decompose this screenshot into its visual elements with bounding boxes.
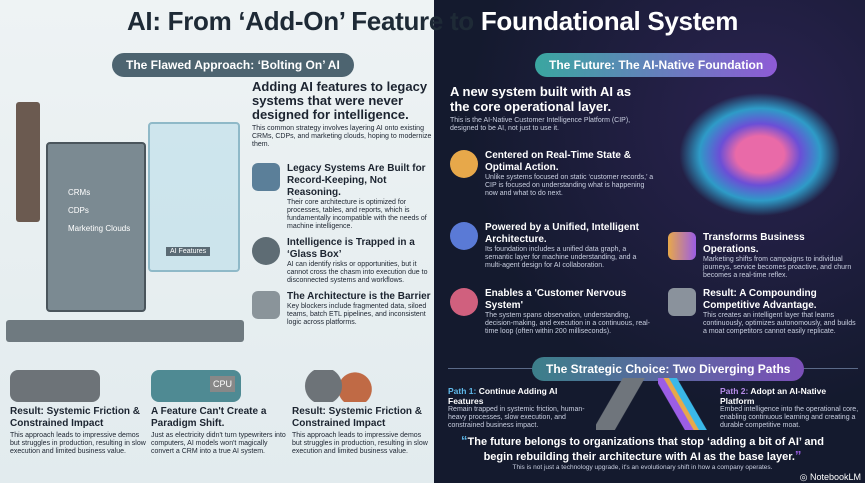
notebooklm-brand: ◎ NotebookLM	[800, 472, 861, 482]
ai-brain-illustration	[665, 82, 855, 227]
right-intro: This is the AI-Native Customer Intellige…	[450, 117, 631, 132]
typewriter-icon	[10, 370, 100, 402]
brand-text: NotebookLM	[809, 472, 861, 482]
item-title: Transforms Business Operations.	[703, 232, 805, 255]
item-text: The system spans observation, understand…	[485, 312, 650, 335]
item-text: This creates an intelligent layer that l…	[703, 312, 856, 335]
glass-box-icon: AI Features	[148, 122, 240, 272]
rising-chart-icon	[668, 232, 696, 260]
pipes-base	[6, 320, 244, 342]
bottom-card: Result: Systemic Friction & Constrained …	[10, 370, 146, 456]
open-quote-icon: “	[461, 433, 468, 448]
item-title: Legacy Systems Are Built for Record-Keep…	[287, 163, 426, 198]
page-title: AI: From ‘Add-On’ Feature to Foundationa…	[126, 6, 739, 36]
brain-loop-icon	[450, 288, 478, 316]
card-text: Just as electricity didn't turn typewrit…	[151, 432, 286, 455]
path-2: Path 2: Adopt an AI-Native Platform Embe…	[720, 386, 860, 430]
right-item: Centered on Real-Time State & Optimal Ac…	[450, 150, 655, 198]
cpu-chip: CPU	[209, 376, 235, 392]
smokestack-icon	[16, 102, 40, 222]
strategic-choice-pill: The Strategic Choice: Two Diverging Path…	[532, 357, 805, 381]
bottom-card: CPU A Feature Can't Create a Paradigm Shi…	[151, 370, 287, 456]
path-label: Path 1:	[448, 386, 477, 396]
path-text: Remain trapped in systemic friction, hum…	[448, 406, 585, 429]
left-headline: Adding AI features to legacy systems tha…	[252, 79, 428, 122]
castle-shield-icon	[668, 288, 696, 316]
item-title: The Architecture is the Barrier	[287, 291, 431, 302]
left-item: Legacy Systems Are Built for Record-Keep…	[252, 163, 432, 231]
glowing-road-icon	[658, 378, 716, 430]
left-intro: This common strategy involves layering A…	[252, 125, 432, 148]
path-title: Continue Adding AI Features	[448, 386, 558, 406]
legacy-stack-illustration: CRMs CDPs Marketing Clouds AI Features	[6, 82, 244, 362]
ai-features-label: AI Features	[166, 247, 211, 256]
notebooklm-logo-icon: ◎	[799, 472, 810, 482]
cracked-road-icon	[596, 378, 654, 430]
stopwatch-icon	[450, 150, 478, 178]
item-text: Key blockers include fragmented data, si…	[287, 303, 427, 326]
path-label: Path 2:	[720, 386, 749, 396]
item-title: Intelligence is Trapped in a ‘Glass Box’	[287, 237, 415, 260]
right-headline: A new system built with AI as the core o…	[450, 84, 632, 114]
section-pill-future: The Future: The AI-Native Foundation	[535, 53, 778, 77]
left-text-column: Adding AI features to legacy systems tha…	[252, 80, 432, 327]
card-title: Result: Systemic Friction & Constrained …	[10, 406, 141, 429]
gears-icon	[292, 370, 382, 402]
path-text: Embed intelligence into the operational …	[720, 406, 859, 429]
item-title: Powered by a Unified, Intelligent Archit…	[485, 222, 639, 245]
marketing-clouds-label: Marketing Clouds	[68, 224, 131, 233]
card-title: A Feature Can't Create a Paradigm Shift.	[151, 406, 267, 429]
item-text: Its foundation includes a unified data g…	[485, 246, 637, 269]
card-text: This approach leads to impressive demos …	[10, 432, 146, 455]
right-item: Powered by a Unified, Intelligent Archit…	[450, 222, 655, 270]
right-item: Transforms Business Operations.Marketing…	[668, 232, 860, 280]
path-title: Adopt an AI-Native Platform	[720, 386, 827, 406]
path-1: Path 1: Continue Adding AI Features Rema…	[448, 386, 590, 430]
quote-block: “The future belongs to organizations tha…	[450, 434, 835, 472]
card-text: This approach leads to impressive demos …	[292, 432, 428, 455]
quote-subtext: This is not just a technology upgrade, i…	[512, 464, 773, 471]
cdp-label: CDPs	[68, 206, 89, 215]
typewriter-cpu-icon: CPU	[151, 370, 241, 402]
card-title: Result: Systemic Friction & Constrained …	[292, 406, 423, 429]
item-text: Their core architecture is optimized for…	[287, 199, 427, 230]
right-item: Enables a 'Customer Nervous System'The s…	[450, 288, 655, 336]
item-title: Centered on Real-Time State & Optimal Ac…	[485, 150, 631, 173]
item-text: Unlike systems focused on static ‘custom…	[485, 174, 654, 197]
section-pill-flawed: The Flawed Approach: ‘Bolting On’ AI	[112, 53, 354, 77]
right-item: Result: A Compounding Competitive Advant…	[668, 288, 860, 336]
server-stack: CRMs CDPs Marketing Clouds	[46, 142, 146, 312]
left-item: Intelligence is Trapped in a ‘Glass Box’…	[252, 237, 432, 285]
item-text: AI can identify risks or opportunities, …	[287, 261, 428, 284]
item-text: Marketing shifts from campaigns to indiv…	[703, 256, 852, 279]
database-network-icon	[450, 222, 478, 250]
crm-label: CRMs	[68, 188, 91, 197]
item-title: Result: A Compounding Competitive Advant…	[703, 288, 817, 311]
item-title: Enables a 'Customer Nervous System'	[485, 288, 627, 311]
table-magnifier-icon	[252, 163, 280, 191]
quote-text: The future belongs to organizations that…	[467, 436, 824, 463]
head-gear-icon	[252, 237, 280, 265]
broken-pipe-icon	[252, 291, 280, 319]
close-quote-icon: ”	[794, 448, 802, 463]
bottom-card: Result: Systemic Friction & Constrained …	[292, 370, 428, 456]
left-bottom-row: Result: Systemic Friction & Constrained …	[10, 370, 428, 456]
